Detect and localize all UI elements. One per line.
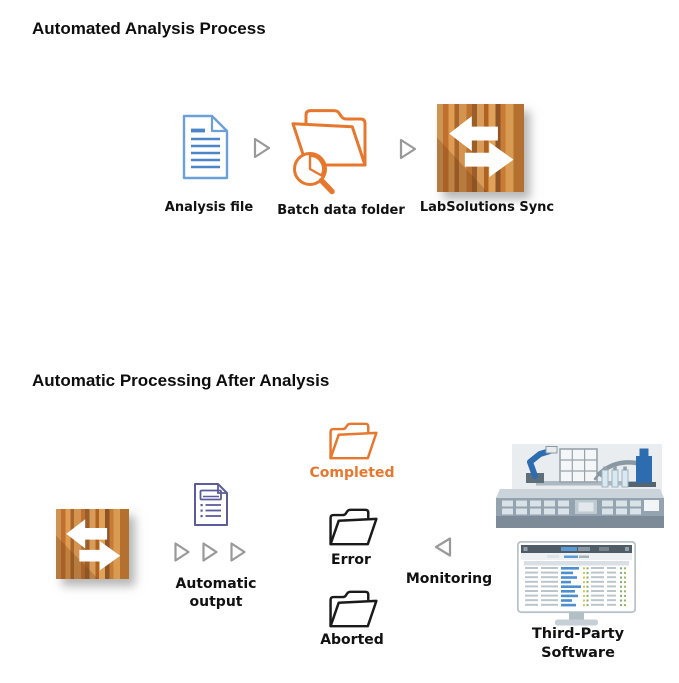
labsolutions-sync-icon xyxy=(437,104,524,192)
section2-title: Automatic Processing After Analysis xyxy=(32,371,330,390)
batch-data-folder-icon xyxy=(291,109,367,195)
flow-arrow-icon xyxy=(399,138,417,160)
section1-title: Automated Analysis Process xyxy=(32,19,266,38)
report-document-icon xyxy=(194,483,228,526)
analysis-file-icon xyxy=(182,114,229,180)
software-monitor-illustration xyxy=(517,541,636,626)
analysis-file-label: Analysis file xyxy=(164,200,254,215)
labsolutions-sync-label: LabSolutions Sync xyxy=(419,200,555,215)
monitoring-arrow-icon xyxy=(434,537,452,557)
completed-folder-label: Completed xyxy=(309,465,395,481)
aborted-folder-icon xyxy=(329,590,378,628)
automatic-output-line2: output xyxy=(189,594,243,611)
flow-arrow-icon xyxy=(253,137,271,159)
automatic-output-line1: Automatic xyxy=(175,576,257,592)
error-folder-label: Error xyxy=(331,552,371,568)
flow-arrow-icon xyxy=(202,542,218,562)
lab-instrument-illustration xyxy=(496,444,664,528)
completed-folder-icon xyxy=(329,422,378,460)
flow-arrow-icon xyxy=(174,542,190,562)
third-party-line2: Software xyxy=(541,644,615,661)
batch-data-folder-label: Batch data folder xyxy=(277,203,405,218)
monitoring-label: Monitoring xyxy=(405,571,493,587)
flow-arrow-icon xyxy=(230,542,246,562)
sync-arrows-icon xyxy=(449,116,514,178)
third-party-line1: Third-Party xyxy=(531,626,625,642)
error-folder-icon xyxy=(329,508,378,546)
aborted-folder-label: Aborted xyxy=(320,632,384,648)
sync-arrows-icon xyxy=(66,519,121,571)
automatic-output-label: Automatic output xyxy=(146,575,286,611)
labsolutions-sync-icon xyxy=(56,509,129,579)
third-party-software-label: Third-Party Software xyxy=(498,625,658,663)
table-rows xyxy=(525,567,626,607)
